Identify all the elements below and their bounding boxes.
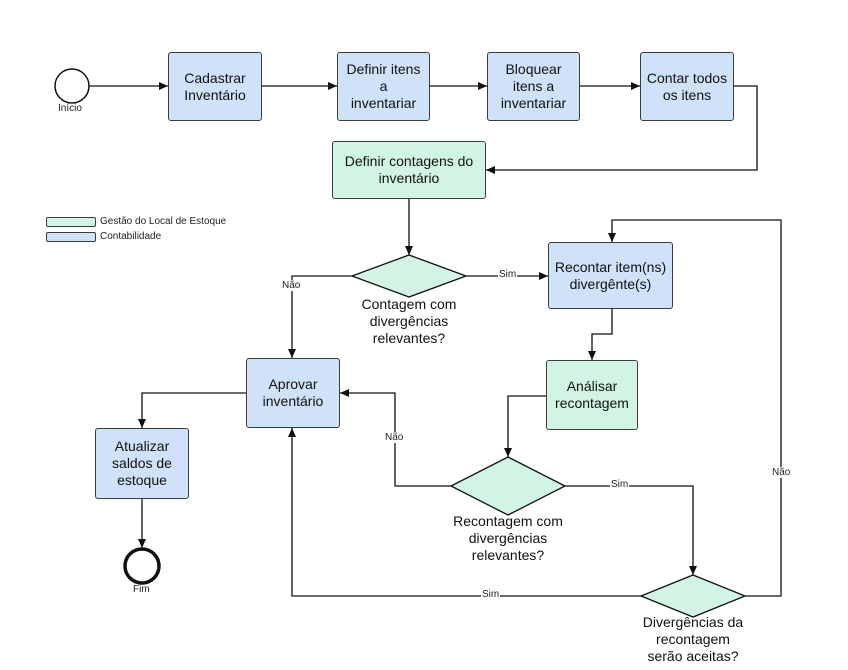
decision-d2-label: Recontagem com divergências relevantes? xyxy=(453,513,563,563)
end-event xyxy=(123,547,161,585)
task-definir-contagens[interactable]: Definir contagens do inventário xyxy=(332,141,486,199)
task-definir-itens[interactable]: Definir itens a inventariar xyxy=(337,52,430,121)
start-label: Início xyxy=(58,103,82,114)
edge-label-d1-sim: Sim xyxy=(498,269,518,280)
decision-d1-label: Contagem com divergências relevantes? xyxy=(361,296,457,346)
task-bloquear-itens[interactable]: Bloquear itens a inventariar xyxy=(487,52,580,121)
task-analisar-recontagem[interactable]: Análisar recontagem xyxy=(546,360,638,430)
decision-d3-label: Divergências da recontagem serão aceitas… xyxy=(642,614,744,664)
legend-label-green: Gestão do Local de Estoque xyxy=(100,216,227,227)
task-aprovar-inventario[interactable]: Aprovar inventário xyxy=(246,358,340,428)
legend-label-blue: Contabilidade xyxy=(100,231,162,242)
decision-d3-shape xyxy=(639,574,747,618)
edge-label-d3-nao: Não xyxy=(771,467,792,478)
edge-label-d2-sim: Sim xyxy=(610,479,630,490)
decision-d1-shape xyxy=(350,254,468,298)
flow-analisar-d2 xyxy=(504,395,546,457)
flow-recontar-analisar xyxy=(588,309,613,360)
end-label: Fim xyxy=(133,584,150,595)
flow-d2-sim-d3 xyxy=(565,485,697,575)
flow-d1-nao-aprovar xyxy=(288,275,352,358)
legend-swatch-blue xyxy=(46,232,96,242)
task-contar-itens[interactable]: Contar todos os itens xyxy=(640,52,734,121)
flow-contar-definircontagens xyxy=(486,85,758,174)
flow-d3-sim-aprovar xyxy=(288,428,641,597)
edge-label-d3-sim: Sim xyxy=(481,589,501,600)
decision-d2-shape xyxy=(449,456,567,516)
flow-aprovar-atualizar xyxy=(138,392,246,428)
edge-label-d2-nao: Não xyxy=(384,432,405,443)
task-cadastrar-inventario[interactable]: Cadastrar Inventário xyxy=(168,52,262,121)
edge-label-d1-nao: Não xyxy=(281,280,302,291)
start-event xyxy=(54,68,90,104)
task-recontar-itens[interactable]: Recontar item(ns) divergênte(s) xyxy=(548,242,673,309)
flow-d3-nao-recontar xyxy=(608,219,782,597)
legend-swatch-green xyxy=(46,217,96,227)
task-atualizar-saldos[interactable]: Atualizar saldos de estoque xyxy=(95,428,189,499)
